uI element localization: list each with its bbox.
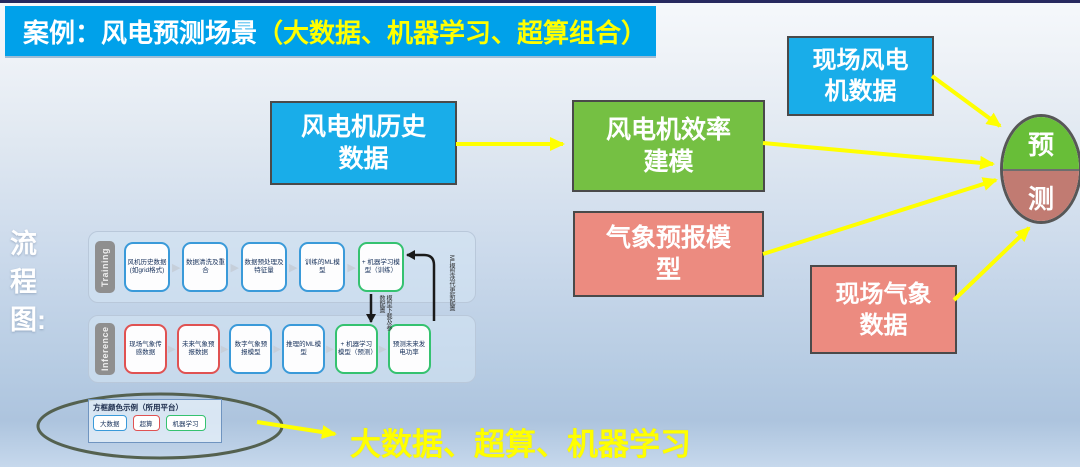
inference-step: + 机器学习模型（预测） — [334, 324, 378, 374]
node-line: 气象预报模 — [605, 224, 731, 252]
training-row: Training 风机历史数据 (如grid格式) ▶ 数据清洗及重合 ▶ 数据… — [88, 231, 476, 303]
step-arrow-icon: ▶ — [220, 343, 229, 355]
color-legend: 方框颜色示例（所用平台） 大数据 超算 机器学习 — [88, 399, 222, 443]
title-highlight-text: （大数据、机器学习、超算组合） — [257, 17, 648, 48]
title-banner: 案例：风电预测场景（大数据、机器学习、超算组合） — [5, 6, 656, 56]
node-line: 风电机历史 — [300, 113, 426, 141]
legend-item-bigdata: 大数据 — [93, 415, 127, 431]
inference-row: Inference 现场气象传感数据 ▶ 未来气象预报数据 ▶ 数字气象预报模型… — [88, 315, 476, 383]
step-arrow-icon: ▶ — [326, 343, 334, 355]
node-line: 风电机效率 — [605, 116, 731, 144]
prediction-bottom-half: 测 — [1003, 171, 1079, 221]
model-update-note: ML模型迭代更新配置 — [448, 255, 454, 312]
node-line: 现场风电 — [812, 47, 909, 74]
flowchart-label: 流程图: — [10, 229, 46, 335]
inference-step: 推理的ML模型 — [282, 324, 326, 374]
title-text: 案例：风电预测场景 — [23, 17, 258, 48]
inference-step: 现场气象传感数据 — [124, 324, 167, 374]
step-arrow-icon: ▶ — [273, 343, 282, 355]
arrow-efficiency-to-prediction — [762, 141, 995, 170]
node-line: 现场气象 — [835, 280, 932, 308]
bottom-highlight-note: 大数据、超算、机器学习 — [350, 427, 691, 462]
node-site-turbine-data: 现场风电 机数据 — [787, 36, 934, 116]
node-prediction-oval: 预 测 — [1000, 114, 1080, 224]
training-step: 数据预处理及特征量 — [240, 242, 287, 292]
node-line: 数据 — [859, 311, 908, 339]
node-line: 建模 — [643, 148, 694, 176]
training-step: 数据清洗及重合 — [182, 242, 229, 292]
inference-step: 预测未来发电功率 — [387, 324, 431, 374]
node-turbine-history-data: 风电机历史 数据 — [270, 101, 457, 185]
arrow-ellipse-to-note — [256, 420, 337, 439]
arrow-weathermodel-to-prediction — [762, 177, 998, 256]
node-line: 型 — [655, 256, 681, 284]
step-arrow-icon: ▶ — [288, 261, 298, 274]
arrow-siteweather-to-prediction — [952, 226, 1031, 302]
training-step: + 机器学习模型（训练） — [357, 242, 404, 292]
step-arrow-icon: ▶ — [230, 261, 239, 274]
training-step: 风机历史数据 (如grid格式) — [124, 242, 170, 292]
legend-item-hpc: 超算 — [132, 415, 160, 431]
legend-items: 大数据 超算 机器学习 — [93, 415, 217, 431]
node-weather-forecast-model: 气象预报模 型 — [573, 211, 764, 297]
step-arrow-icon: ▶ — [172, 261, 181, 274]
training-step: 训练的ML模型 — [299, 242, 346, 292]
node-site-weather-data: 现场气象 数据 — [810, 265, 957, 354]
node-line: 机数据 — [824, 78, 897, 105]
legend-item-ml: 机器学习 — [165, 415, 206, 431]
step-arrow-icon: ▶ — [168, 343, 176, 355]
inference-row-label: Inference — [95, 323, 115, 375]
arrow-siteturbine-to-prediction — [930, 74, 1002, 128]
training-row-label: Training — [95, 241, 115, 293]
inference-step: 数字气象预报模型 — [229, 324, 273, 374]
legend-title: 方框颜色示例（所用平台） — [93, 403, 183, 412]
node-turbine-efficiency-model: 风电机效率 建模 — [572, 100, 765, 192]
node-line: 数据 — [338, 145, 389, 173]
inference-step: 未来气象预报数据 — [176, 324, 220, 374]
step-arrow-icon: ▶ — [378, 343, 387, 355]
step-arrow-icon: ▶ — [347, 261, 356, 274]
model-download-note: 模型下载及参数配置 — [378, 295, 391, 331]
prediction-top-half: 预 — [1003, 117, 1079, 171]
